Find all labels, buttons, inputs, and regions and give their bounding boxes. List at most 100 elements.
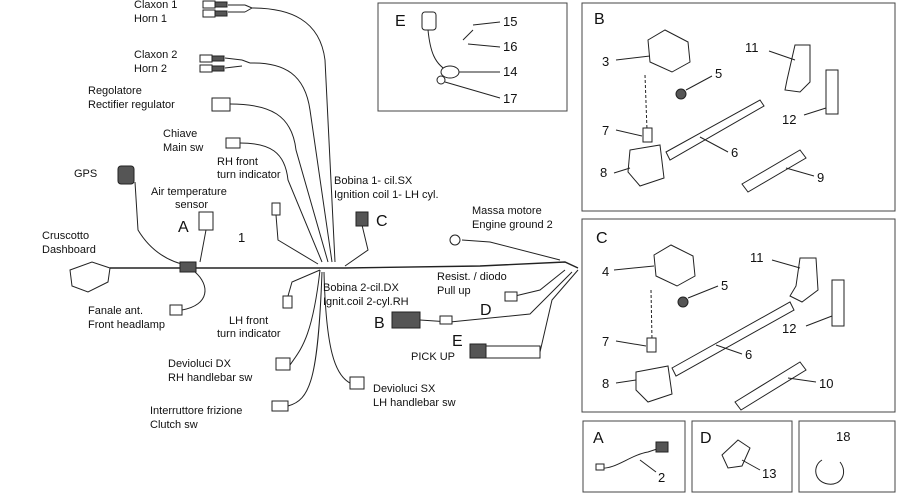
horn1-branch: [251, 7, 336, 263]
pickup-label: PICK UP: [411, 351, 455, 363]
airtemp-label-1: Air temperature: [151, 186, 227, 198]
cable-tie-clip: [815, 459, 844, 485]
regulator-it-label: Regolatore: [88, 85, 142, 97]
leader-5-c: [687, 285, 719, 299]
part-number-16: 16: [503, 39, 517, 54]
clutch-branch: [287, 271, 323, 407]
spacer-c: [677, 296, 689, 308]
part-number-8-c: 8: [602, 376, 609, 391]
spark-cap-b: [784, 44, 811, 93]
part-number-18: 18: [836, 429, 850, 444]
panel-c: C 4 5 11 12 7 8 6 10: [581, 218, 896, 413]
resist-branch: [514, 269, 566, 297]
panel-e: E 15 16 14 17: [377, 2, 568, 112]
lh-turn-branch: [287, 269, 321, 297]
harness-letter-c: C: [376, 213, 388, 230]
coil2-plug: [439, 315, 453, 325]
ground-branch: [461, 239, 561, 261]
airtemp-connector: [198, 211, 214, 231]
ground-eyelet: [449, 234, 461, 246]
spark-cap-c: [789, 257, 819, 303]
leader-7: [615, 129, 643, 137]
lh-handlebar-branch: [323, 271, 351, 384]
leader-13: [741, 459, 761, 471]
panel-b: B 3 5 11 12 7 8 6 9: [581, 2, 896, 212]
gps-label: GPS: [74, 168, 97, 180]
resist-connector: [504, 291, 518, 302]
coil-b-body: [647, 29, 691, 73]
part-number-12-c: 12: [782, 321, 796, 336]
dashboard-it-label: Cruscotto: [42, 230, 89, 242]
dash-axis-b: [644, 74, 648, 131]
leader-2: [639, 459, 657, 473]
horn1-plug-a: [214, 1, 228, 8]
horn1-plug-b: [214, 10, 228, 17]
clutch-en-label: Clutch sw: [150, 419, 198, 431]
headlamp-branch: [181, 271, 206, 311]
panel-c-letter: C: [596, 230, 608, 247]
leader-8-c: [615, 379, 637, 384]
leader-6: [699, 136, 729, 153]
part-number-7: 7: [602, 123, 609, 138]
coil1-connector: [355, 211, 369, 227]
part-number-9: 9: [817, 170, 824, 185]
dash-axis-c: [650, 289, 653, 341]
pickup-branch: [539, 269, 579, 353]
harness-letter-d: D: [480, 302, 492, 319]
part-number-14: 14: [503, 64, 517, 79]
cable-b: [665, 99, 765, 161]
leader-9: [785, 167, 815, 177]
leader-11-c: [771, 259, 801, 269]
leader-3: [615, 55, 651, 61]
horn2-it-label: Claxon 2: [134, 49, 177, 61]
leader-16: [467, 43, 501, 48]
lh-turn-connector: [282, 295, 293, 309]
regulator-en-label: Rectifier regulator: [88, 99, 175, 111]
part-number-5-c: 5: [721, 278, 728, 293]
horn2-connector-b: [199, 64, 213, 73]
air-sensor-tip: [595, 463, 605, 471]
leader-12-c: [805, 315, 833, 327]
rh-sw-it-label: Devioluci DX: [168, 358, 232, 370]
leader-10: [787, 377, 817, 383]
coil1-it-label: Bobina 1- cil.SX: [334, 175, 413, 187]
leader-6-c: [715, 344, 743, 355]
coil2-connector: [391, 311, 421, 329]
lh-sw-it-label: Devioluci SX: [373, 383, 436, 395]
leader-8: [613, 167, 631, 174]
gps-connector: [117, 165, 135, 185]
horn1-wire: [228, 4, 254, 13]
part-number-11: 11: [745, 40, 759, 55]
part-number-11-c: 11: [750, 250, 764, 265]
coil2-branch: [419, 271, 573, 323]
regulator-branch: [229, 103, 329, 263]
pickup-sleeve: [485, 345, 541, 359]
terminal-b: [642, 127, 653, 143]
harness-connectors: [69, 0, 541, 412]
air-sensor-cable: [599, 447, 661, 469]
mainsw-en-label: Main sw: [163, 142, 203, 154]
panel-e-frame: [377, 2, 568, 112]
part-number-13: 13: [762, 466, 776, 481]
part-number-17: 17: [503, 91, 517, 106]
panel-e-letter: E: [395, 13, 406, 30]
horn2-wire: [224, 57, 251, 69]
pickup-screw: [462, 29, 474, 41]
clutch-it-label: Interruttore frizione: [150, 405, 242, 417]
pickup-connector: [469, 343, 487, 359]
coil-c-body: [653, 244, 696, 287]
sleeve-9: [741, 149, 807, 193]
pickup-oring: [436, 75, 446, 85]
spark-plug-c: [831, 279, 845, 327]
lh-sw-en-label: LH handlebar sw: [373, 397, 456, 409]
panel-d-letter: D: [700, 430, 712, 447]
ground-en-label: Engine ground 2: [472, 219, 553, 231]
horn2-en-label: Horn 2: [134, 63, 167, 75]
pickup-sensor-body: [440, 65, 460, 79]
rh-turn-label-1: RH front: [217, 156, 258, 168]
lh-handlebar-connector: [349, 376, 365, 390]
leader-15: [472, 21, 501, 26]
part-number-4: 4: [602, 264, 609, 279]
horn2-connector-a: [199, 54, 213, 63]
